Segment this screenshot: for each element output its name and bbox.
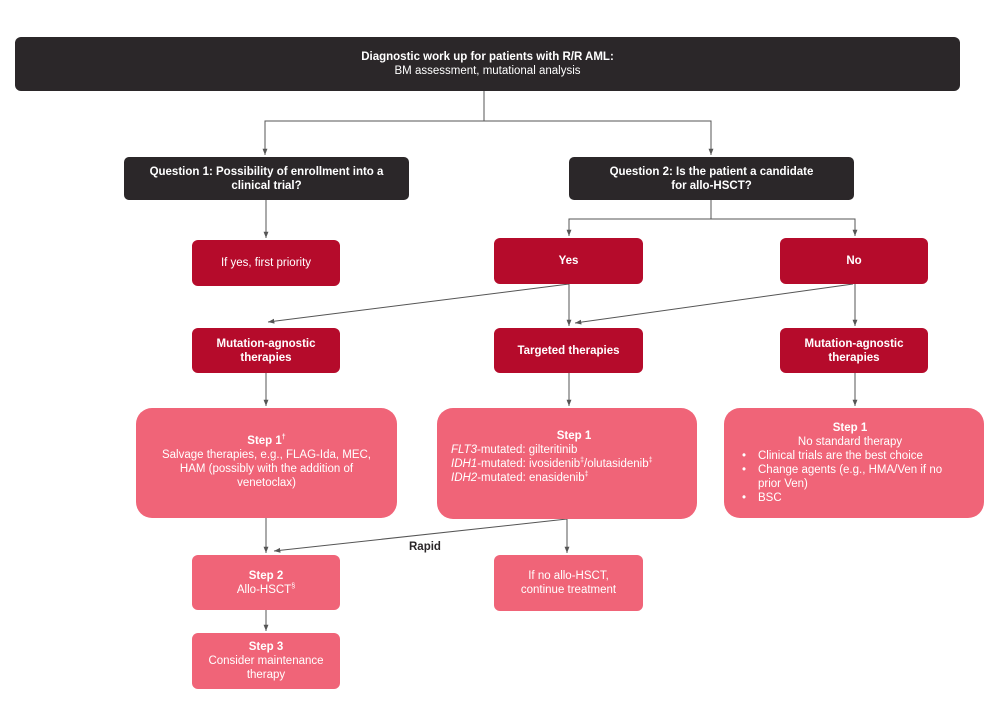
step1-left-title: Step 1† — [247, 434, 286, 447]
step1-middle-box: Step 1 FLT3-mutated: gilteritinib IDH1-m… — [437, 408, 697, 519]
step3-body: Consider maintenance therapy — [208, 655, 324, 681]
connector-q2-no — [711, 218, 858, 236]
mutation-agnostic-left-box: Mutation-agnostic therapies — [192, 328, 340, 373]
no-allo-text: If no allo-HSCT, continue treatment — [520, 570, 617, 596]
targeted-therapies-box: Targeted therapies — [494, 328, 643, 373]
step1-right-box: Step 1 No standard therapy Clinical tria… — [724, 408, 984, 518]
step1-left-box: Step 1† Salvage therapies, e.g., FLAG-Id… — [136, 408, 397, 518]
connector-no-targeted — [574, 283, 854, 325]
connector-q2-yes — [566, 200, 712, 236]
header-box: Diagnostic work up for patients with R/R… — [15, 37, 960, 91]
no-label: No — [846, 255, 862, 267]
step1-left-body: Salvage therapies, e.g., FLAG-Ida, MEC, … — [161, 449, 372, 489]
step1-middle-idh1: IDH1-mutated: ivosidenib‡/olutasidenib‡ — [451, 457, 653, 470]
step1-left-title-mark: † — [281, 434, 286, 442]
question-2-box: Question 2: Is the patient a candidate f… — [569, 157, 854, 200]
connector-yes-agnostic — [267, 283, 570, 324]
step2-box: Step 2 Allo-HSCT§ — [192, 555, 340, 610]
step1-right-bullet: Clinical trials are the best choice — [736, 449, 964, 463]
question-2-text: Question 2: Is the patient a candidate f… — [609, 165, 814, 192]
trial-priority-text: If yes, first priority — [220, 257, 312, 269]
no-box: No — [780, 238, 928, 284]
connector-rapid — [273, 518, 568, 553]
mutation-agnostic-right-box: Mutation-agnostic therapies — [780, 328, 928, 373]
mutation-agnostic-right-label: Mutation-agnostic therapies — [804, 337, 904, 364]
mutation-agnostic-left-label: Mutation-agnostic therapies — [216, 337, 316, 364]
yes-box: Yes — [494, 238, 643, 284]
step1-middle-idh2: IDH2-mutated: enasidenib‡ — [451, 471, 589, 484]
step2-body: Allo-HSCT§ — [236, 582, 296, 596]
step1-right-list: Clinical trials are the best choice Chan… — [736, 449, 964, 505]
step1-middle-flt3: FLT3-mutated: gilteritinib — [451, 444, 578, 456]
trial-priority-box: If yes, first priority — [192, 240, 340, 286]
targeted-therapies-label: Targeted therapies — [517, 344, 620, 357]
step3-title: Step 3 — [248, 641, 284, 653]
no-allo-box: If no allo-HSCT, continue treatment — [494, 555, 643, 611]
connector-header-split — [262, 91, 485, 155]
header-title: Diagnostic work up for patients with R/R… — [361, 51, 614, 63]
rapid-label: Rapid — [409, 541, 441, 553]
connector-header-q2 — [484, 120, 714, 155]
step1-right-title: Step 1 — [832, 422, 868, 434]
step1-right-bullet: Change agents (e.g., HMA/Ven if no prior… — [736, 463, 964, 491]
step3-box: Step 3 Consider maintenance therapy — [192, 633, 340, 689]
question-1-box: Question 1: Possibility of enrollment in… — [124, 157, 409, 200]
step1-right-bullet: BSC — [736, 491, 964, 505]
step1-middle-title: Step 1 — [556, 430, 592, 442]
step1-right-subtitle: No standard therapy — [797, 436, 903, 448]
question-1-text: Question 1: Possibility of enrollment in… — [149, 165, 384, 192]
step2-title: Step 2 — [248, 569, 284, 582]
yes-label: Yes — [558, 255, 579, 267]
header-subtitle: BM assessment, mutational analysis — [394, 65, 581, 77]
